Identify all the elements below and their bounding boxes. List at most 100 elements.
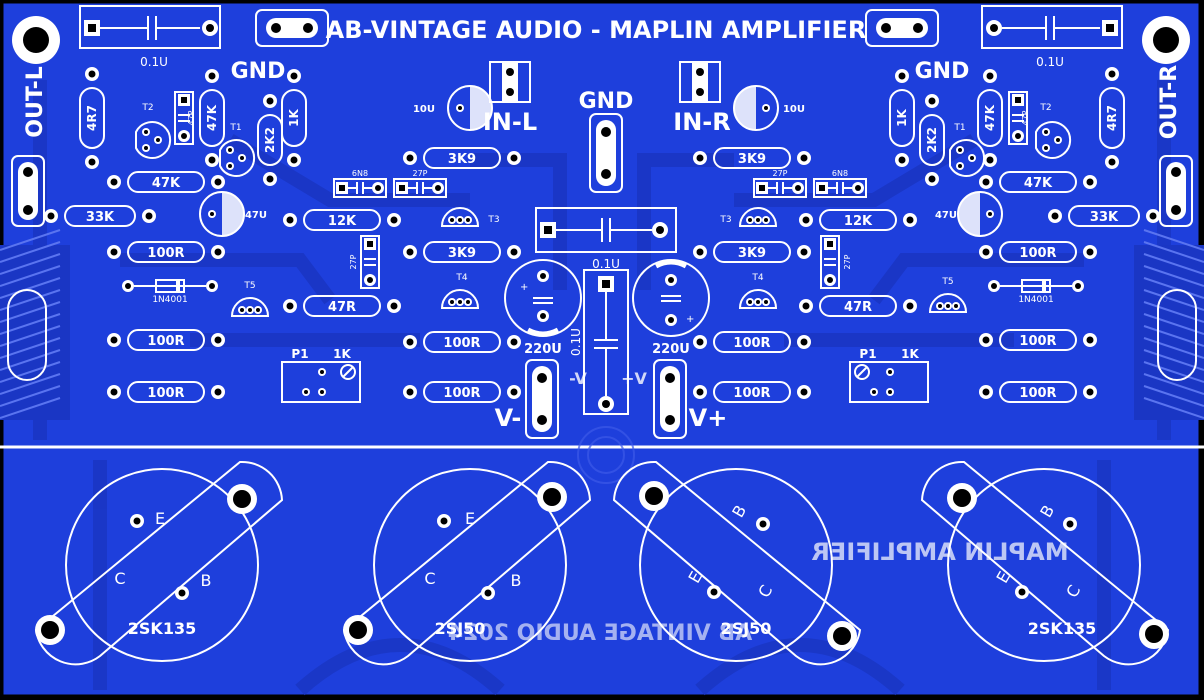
transistor-label: T4 [751, 273, 763, 283]
cap-220u-left: + [504, 259, 582, 337]
r-100r-a-label: 100R [147, 246, 184, 261]
r-100r-a-label: 100R [1019, 246, 1056, 261]
transistor-label: T1 [953, 123, 965, 133]
heatsink-hatch-right [1143, 229, 1204, 419]
mirror-maplin-text: MAPLIN AMPLIFIER [811, 538, 1068, 566]
r-100r-e-label: 100R [443, 386, 480, 401]
cap-6n8-right: 6N8 [813, 169, 867, 198]
res-4r7-left: 4R7 [79, 67, 105, 169]
v-plus-label: V+ [689, 404, 728, 432]
elec-cap-label: 10U [783, 104, 805, 115]
cap-center-01u [535, 207, 677, 253]
cap-label: 27P [412, 169, 427, 178]
supply-terminal-minus [525, 359, 559, 439]
cap-center-01u-vertical-label: 0.1U [569, 328, 583, 356]
transistor-t3-left: T3 [440, 207, 500, 227]
res-47k-right: 47K [979, 171, 1097, 193]
res-4r7-right: 4R7 [1099, 67, 1125, 169]
terminal-top-right [865, 9, 939, 47]
transistor-label: T2 [141, 103, 153, 113]
pt2-pin-e: E [465, 509, 475, 528]
diode-label: 1N4001 [1018, 295, 1053, 305]
cap-label: 6N8 [832, 169, 848, 178]
svg-text:+: + [686, 314, 694, 325]
r-33k-label: 33K [1090, 210, 1119, 225]
cap-27p-h-right: 27P [753, 169, 807, 198]
transistor-t1-left: T1 [219, 123, 256, 177]
in-r-label: IN-R [673, 108, 730, 136]
pt2-pin-b: B [511, 571, 522, 590]
cap-10u-right: 10U [733, 85, 805, 131]
trimmer-name: P1 [291, 347, 308, 361]
r-100r-b-label: 100R [1019, 334, 1056, 349]
gnd-label-right: GND [915, 59, 970, 84]
output-terminal-right [1159, 155, 1193, 227]
cap-47p-left: 47P [174, 91, 196, 145]
r-47k-label: 47K [1024, 176, 1053, 191]
cap-10u-left: 10U [413, 85, 493, 131]
cap-27p-v-left: 27P [349, 235, 380, 289]
transistor-t1-right: T1 [949, 123, 986, 177]
res-2k2-left: 2K2 [257, 94, 283, 186]
transistor-t3-right: T3 [719, 207, 778, 227]
diode-1n4001-left: 1N4001 [122, 279, 218, 305]
mount-hole-top-left [12, 16, 60, 64]
cap-47u-left: 47U [199, 191, 267, 237]
board-title: AB-VINTAGE AUDIO - MAPLIN AMPLIFIER [326, 16, 867, 44]
res-100r-d-left: 100R [403, 331, 521, 353]
pt4-label: 2SK135 [1028, 619, 1096, 638]
res-3k9-b-right: 3K9 [693, 241, 811, 263]
pt1-pin-b: B [201, 571, 212, 590]
gnd-label-center: GND [579, 89, 634, 114]
r-4r7-label: 4R7 [1105, 105, 1119, 131]
elec-cap-label: 47U [245, 210, 267, 221]
slot-right [1157, 289, 1197, 381]
cap-label: 27P [843, 254, 852, 269]
elec-cap-label: 47U [935, 210, 957, 221]
res-2k2-right: 2K2 [919, 94, 945, 186]
transistor-label: T2 [1039, 103, 1051, 113]
r-1k-label: 1K [287, 108, 301, 126]
res-47k-vertical-right: 47K [977, 69, 1003, 167]
transistor-label: T5 [243, 281, 255, 291]
r-47k-label: 47K [152, 176, 181, 191]
cap-label: 27P [772, 169, 787, 178]
cap-top-left-label: 0.1U [140, 55, 168, 69]
r-3k9-a-label: 3K9 [448, 152, 476, 167]
transistor-label: T4 [455, 273, 467, 283]
r-3k9-a-label: 3K9 [738, 152, 766, 167]
v-minus-small-label: -V [569, 369, 587, 388]
input-terminal-left [489, 61, 531, 103]
gnd-center-terminal [589, 113, 623, 193]
r-33k-label: 33K [86, 210, 115, 225]
svg-text:+: + [520, 282, 528, 293]
pt2-pin-c: C [424, 569, 435, 588]
cap-label: 27P [349, 254, 358, 269]
r-47r-label: 47R [328, 300, 356, 315]
power-transistor-2 [342, 460, 592, 666]
power-transistor-3 [612, 460, 862, 666]
pt1-pin-e: E [155, 509, 165, 528]
supply-terminal-plus [653, 359, 687, 439]
cap-47p-right: 47P [1008, 91, 1030, 145]
v-plus-small-label: +V [621, 369, 647, 388]
transistor-t5-right: T5 [928, 277, 968, 313]
cap-220u-right: + [632, 259, 710, 337]
cap-47u-right: 47U [935, 191, 1003, 237]
res-100r-a-right: 100R [979, 241, 1097, 263]
res-12k-right: 12K [799, 209, 917, 231]
r-100r-c-label: 100R [1019, 386, 1056, 401]
transistor-t2-left: T2 [135, 103, 172, 159]
r-47k-v-label: 47K [983, 104, 997, 131]
res-12k-left: 12K [283, 209, 401, 231]
r-1k-label: 1K [895, 108, 909, 126]
mirror-footer-text: AB VINTAGE AUDIO 2024 [448, 621, 752, 646]
res-47k-left: 47K [107, 171, 225, 193]
r-100r-d-label: 100R [733, 336, 770, 351]
transistor-t2-right: T2 [1035, 103, 1072, 159]
r-47k-v-label: 47K [205, 104, 219, 131]
pt2-label: 2SJ50 [435, 619, 486, 638]
